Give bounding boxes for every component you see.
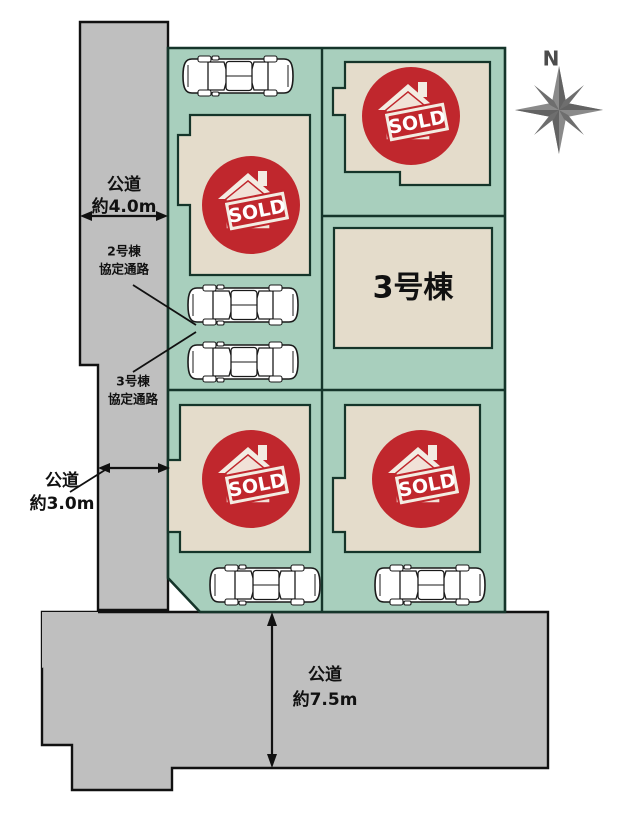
roads-layer	[40, 20, 550, 792]
parking-south-1	[209, 564, 321, 606]
road-label-west-upper-line2: 約4.0m	[92, 196, 157, 217]
lot-dividers	[168, 48, 505, 612]
dimension-arrows-layer	[69, 211, 277, 768]
leader-path-building-2	[132, 284, 197, 326]
road-label-west-upper-line1: 公道	[107, 174, 141, 195]
leader-path-building-3	[132, 331, 197, 373]
road-label-west-lower-line1: 公道	[45, 470, 79, 491]
status-badge-lot-southeast	[371, 429, 471, 529]
status-badge-lot-northeast	[361, 66, 461, 166]
road-label-south-line2: 約7.5m	[293, 689, 358, 710]
dimension-arrow-road-west-upper	[80, 211, 168, 221]
compass-north-label: N	[543, 47, 560, 71]
lot-label-east-middle: 3号棟	[373, 271, 455, 306]
road-corner-chamfer	[42, 612, 98, 668]
access-path-label-3-line2: 協定通路	[108, 392, 159, 407]
access-path-label-2-line2: 協定通路	[99, 262, 150, 277]
labels-layer: 公道 約4.0m 2号棟 協定通路 3号棟 協定通路 公道 約3.0m 公道 約…	[30, 174, 358, 710]
access-path-leaders	[132, 284, 197, 373]
road-west	[78, 20, 170, 612]
parking-mid-1	[187, 284, 299, 326]
road-label-south-line1: 公道	[308, 664, 342, 685]
dimension-arrow-road-south	[267, 612, 277, 768]
parking-south-2	[374, 564, 486, 606]
dimension-arrow-road-west-lower	[69, 463, 170, 493]
building-footprint-east-middle	[332, 226, 494, 350]
parking-mid-2	[187, 341, 299, 383]
status-badge-lot-southwest	[201, 429, 301, 529]
access-path-label-3-line1: 3号棟	[116, 374, 150, 389]
road-label-west-lower-line2: 約3.0m	[30, 493, 95, 514]
compass-rose-icon	[515, 66, 603, 154]
status-badge-lot-northwest	[201, 155, 301, 255]
access-path-label-2-line1: 2号棟	[107, 244, 141, 259]
parking-north-1	[182, 55, 294, 97]
